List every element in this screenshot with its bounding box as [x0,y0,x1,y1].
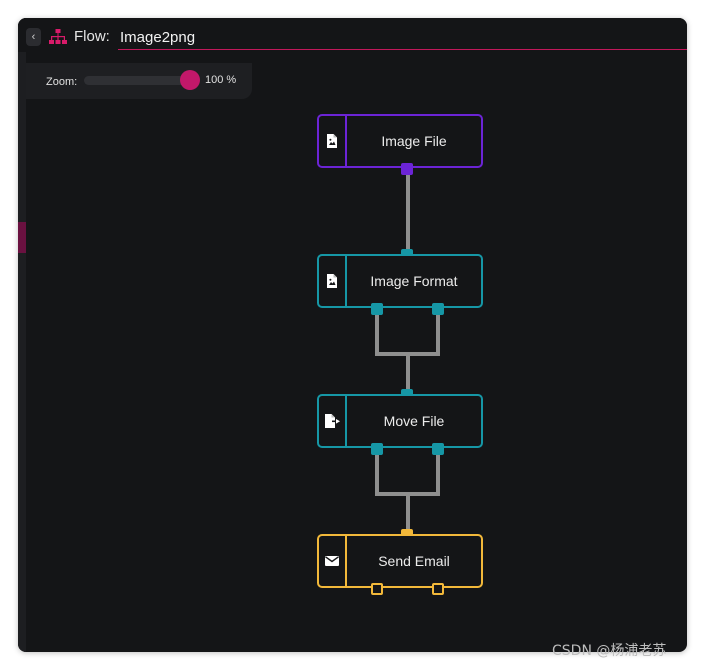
chevron-left-icon: ‹ [31,31,36,43]
left-rail [18,18,26,652]
file-image-icon [319,116,347,166]
connector-line [375,454,440,530]
node-label: Send Email [378,553,450,569]
connector-line [375,314,440,390]
flow-node-send-email[interactable]: Send Email [317,534,483,588]
flow-name-input[interactable] [118,26,687,50]
flow-node-image-file[interactable]: Image File [317,114,483,168]
zoom-slider-thumb[interactable] [180,70,201,90]
node-output-port[interactable] [432,303,444,315]
flow-header: ‹ Flow: [18,18,687,52]
watermark: CSDN @杨浦老苏 [552,643,667,659]
node-output-port[interactable] [371,583,383,595]
flow-label: Flow: [74,28,110,45]
zoom-value: 100 % [205,74,237,86]
node-output-port[interactable] [432,443,444,455]
sitemap-icon [49,29,67,44]
flow-node-move-file[interactable]: Move File [317,394,483,448]
zoom-slider-track[interactable] [84,76,196,85]
node-output-port[interactable] [371,443,383,455]
node-output-port[interactable] [371,303,383,315]
node-label: Move File [383,413,445,429]
node-label: Image Format [370,273,458,289]
node-output-port[interactable] [432,583,444,595]
envelope-icon [319,536,347,586]
app-window: ‹ Flow: Zoom: 100 % [18,18,687,652]
file-export-icon [319,396,347,446]
node-output-port[interactable] [401,163,413,175]
file-image-icon [319,256,347,306]
zoom-label: Zoom: [46,76,78,88]
rail-active-marker[interactable] [18,222,26,253]
back-button[interactable]: ‹ [26,28,41,46]
flow-node-image-format[interactable]: Image Format [317,254,483,308]
node-label: Image File [381,133,447,149]
zoom-slider[interactable] [84,70,201,90]
zoom-panel: Zoom: 100 % [26,63,252,99]
